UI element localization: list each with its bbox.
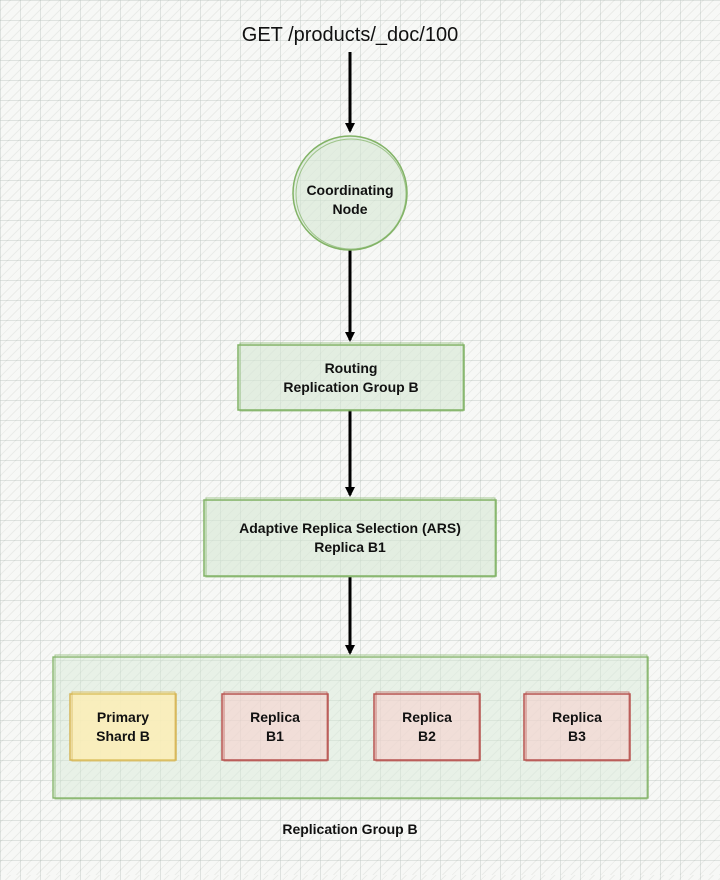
primary-shard-box	[69, 691, 177, 762]
coordinating-node-circle	[292, 135, 408, 251]
request-label: GET /products/_doc/100	[241, 23, 459, 46]
replica-b2-box	[373, 691, 481, 762]
replica-b3-box	[523, 691, 631, 762]
ars-label: Adaptive Replica Selection (ARS) Replica…	[239, 520, 461, 555]
primary-shard-label: Primary Shard B	[96, 709, 150, 744]
replica-b1-box	[221, 691, 329, 762]
replica-b3-label: Replica B3	[552, 709, 602, 744]
coordinating-node-label: Coordinating Node	[306, 182, 394, 217]
replication-group-caption: Replication Group B	[282, 820, 418, 837]
routing-label: Routing Replication Group B	[283, 359, 419, 395]
ars-box	[203, 497, 497, 578]
routing-box	[237, 342, 465, 412]
replica-b1-label: Replica B1	[250, 709, 300, 744]
replica-b2-label: Replica B2	[402, 709, 452, 744]
